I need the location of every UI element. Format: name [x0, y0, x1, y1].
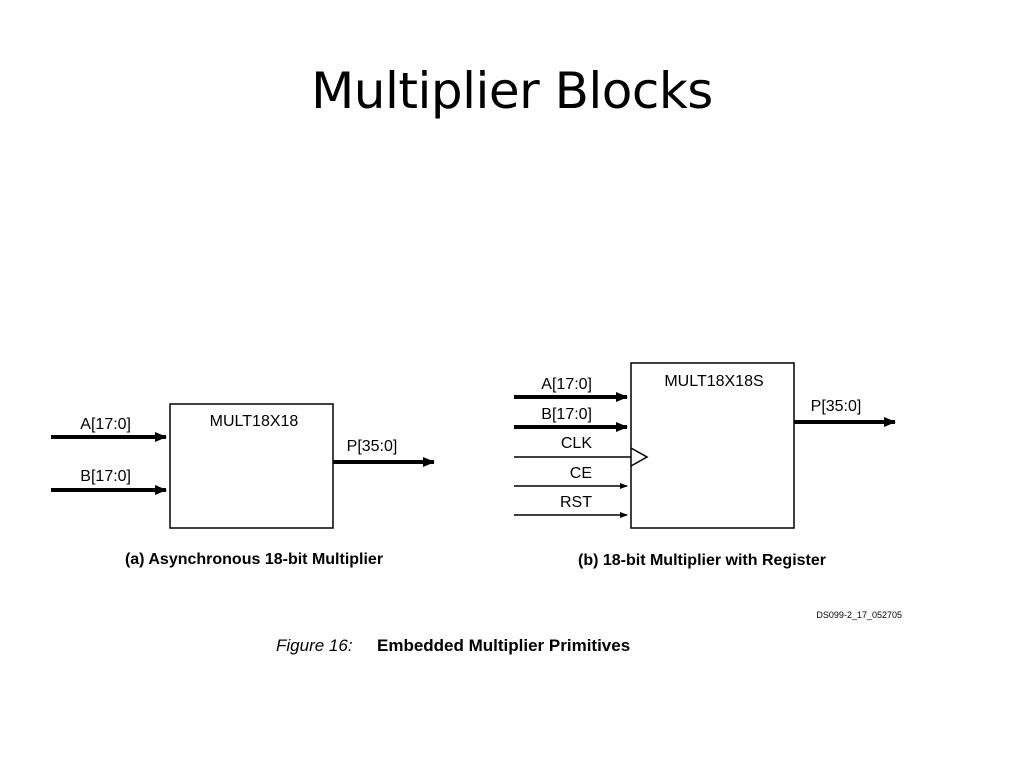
figure-number: Figure 16:: [276, 636, 353, 655]
figure-b: MULT18X18S A[17:0] B[17:0] CLK CE RST P[…: [514, 362, 896, 569]
clock-edge-symbol: [630, 447, 649, 467]
b-input-label: B[17:0]: [80, 468, 131, 485]
mult18x18s-block: [630, 362, 795, 529]
slide-title: Multiplier Blocks: [311, 62, 713, 120]
document-id: DS099-2_17_052705: [816, 610, 902, 620]
figure-a: MULT18X18 A[17:0] B[17:0] P[35:0] (a) As…: [51, 403, 435, 568]
mult18x18-block-label: MULT18X18: [210, 413, 299, 430]
a-input-label: A[17:0]: [541, 376, 592, 393]
a-input-label: A[17:0]: [80, 416, 131, 433]
figure-b-caption: (b) 18-bit Multiplier with Register: [578, 552, 826, 569]
mult18x18-block: [169, 403, 334, 529]
b-input-label: B[17:0]: [541, 406, 592, 423]
mult18x18s-block-label: MULT18X18S: [664, 373, 763, 390]
clk-input-label: CLK: [561, 435, 592, 452]
rst-input-label: RST: [560, 494, 592, 511]
p-output-label: P[35:0]: [347, 438, 398, 455]
figure-a-caption: (a) Asynchronous 18-bit Multiplier: [125, 551, 383, 568]
p-output-label: P[35:0]: [811, 398, 862, 415]
ce-input-label: CE: [570, 465, 592, 482]
figure-title: Embedded Multiplier Primitives: [377, 636, 630, 655]
figure-caption: Figure 16: Embedded Multiplier Primitive…: [276, 636, 630, 655]
